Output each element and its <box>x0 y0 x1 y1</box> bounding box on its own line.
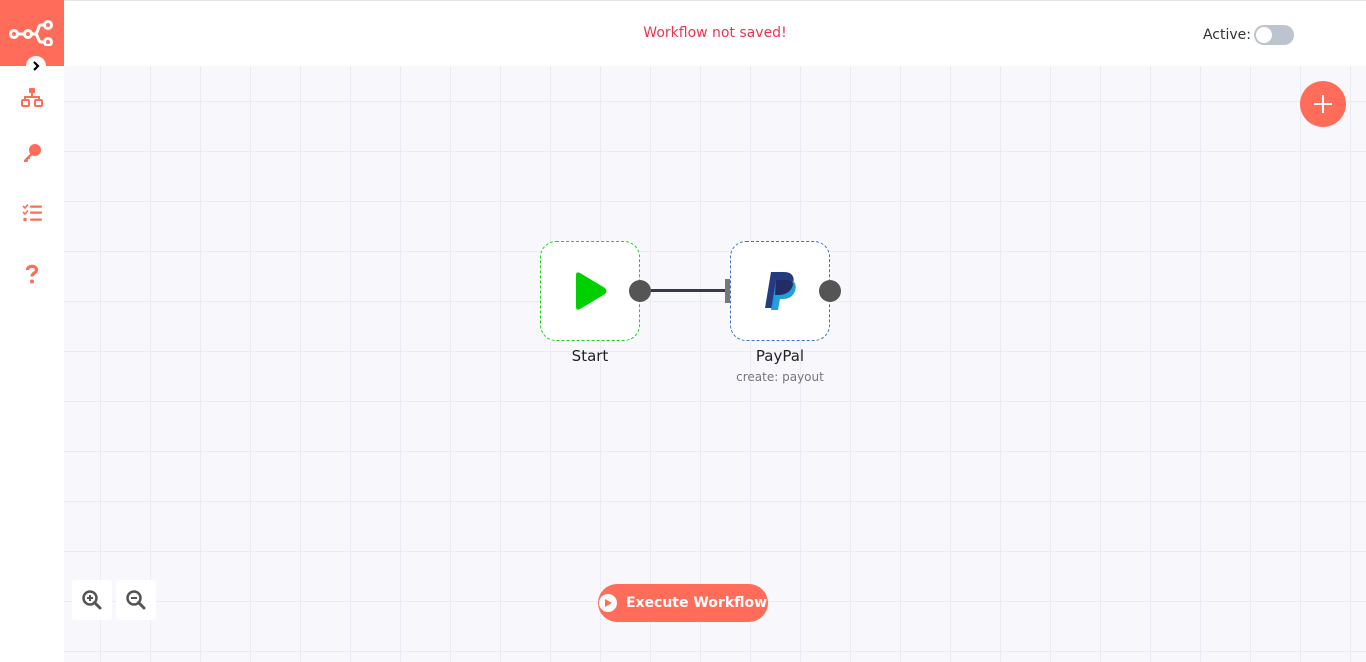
node-paypal-label: PayPal <box>755 347 805 365</box>
zoom-out-icon <box>126 590 146 610</box>
zoom-in-icon <box>82 590 102 610</box>
node-start[interactable] <box>540 241 640 341</box>
play-icon <box>576 272 607 310</box>
tasks-icon[interactable] <box>20 201 44 225</box>
add-node-button[interactable] <box>1300 81 1346 127</box>
key-icon[interactable] <box>20 141 44 165</box>
execute-workflow-button[interactable]: Execute Workflow <box>598 584 768 622</box>
execute-workflow-label: Execute Workflow <box>625 595 768 611</box>
save-status: Workflow not saved! <box>643 25 787 41</box>
node-paypal-subtitle: create: payout <box>736 370 824 384</box>
workflow-canvas[interactable] <box>64 66 1366 662</box>
chevron-right-icon[interactable] <box>26 56 46 76</box>
zoom-out-button[interactable] <box>116 580 156 620</box>
top-bar: Workflow not saved! Active: <box>64 0 1366 66</box>
paypal-output-endpoint[interactable] <box>819 280 841 302</box>
zoom-in-button[interactable] <box>72 580 112 620</box>
network-icon[interactable] <box>20 85 44 109</box>
active-label: Active: <box>1202 27 1251 43</box>
plus-icon <box>1314 95 1332 113</box>
node-paypal[interactable] <box>730 241 830 341</box>
paypal-icon <box>765 272 796 310</box>
question-icon[interactable] <box>20 262 44 286</box>
sidebar <box>0 0 64 662</box>
connection-start-paypal[interactable] <box>651 289 727 292</box>
node-start-label: Start <box>571 347 609 365</box>
n8n-logo-icon[interactable] <box>0 0 64 66</box>
active-control: Active: <box>1203 25 1294 45</box>
active-toggle[interactable] <box>1254 25 1294 45</box>
start-output-endpoint[interactable] <box>629 280 651 302</box>
toggle-knob <box>1256 27 1272 43</box>
play-circle-icon <box>598 594 617 612</box>
